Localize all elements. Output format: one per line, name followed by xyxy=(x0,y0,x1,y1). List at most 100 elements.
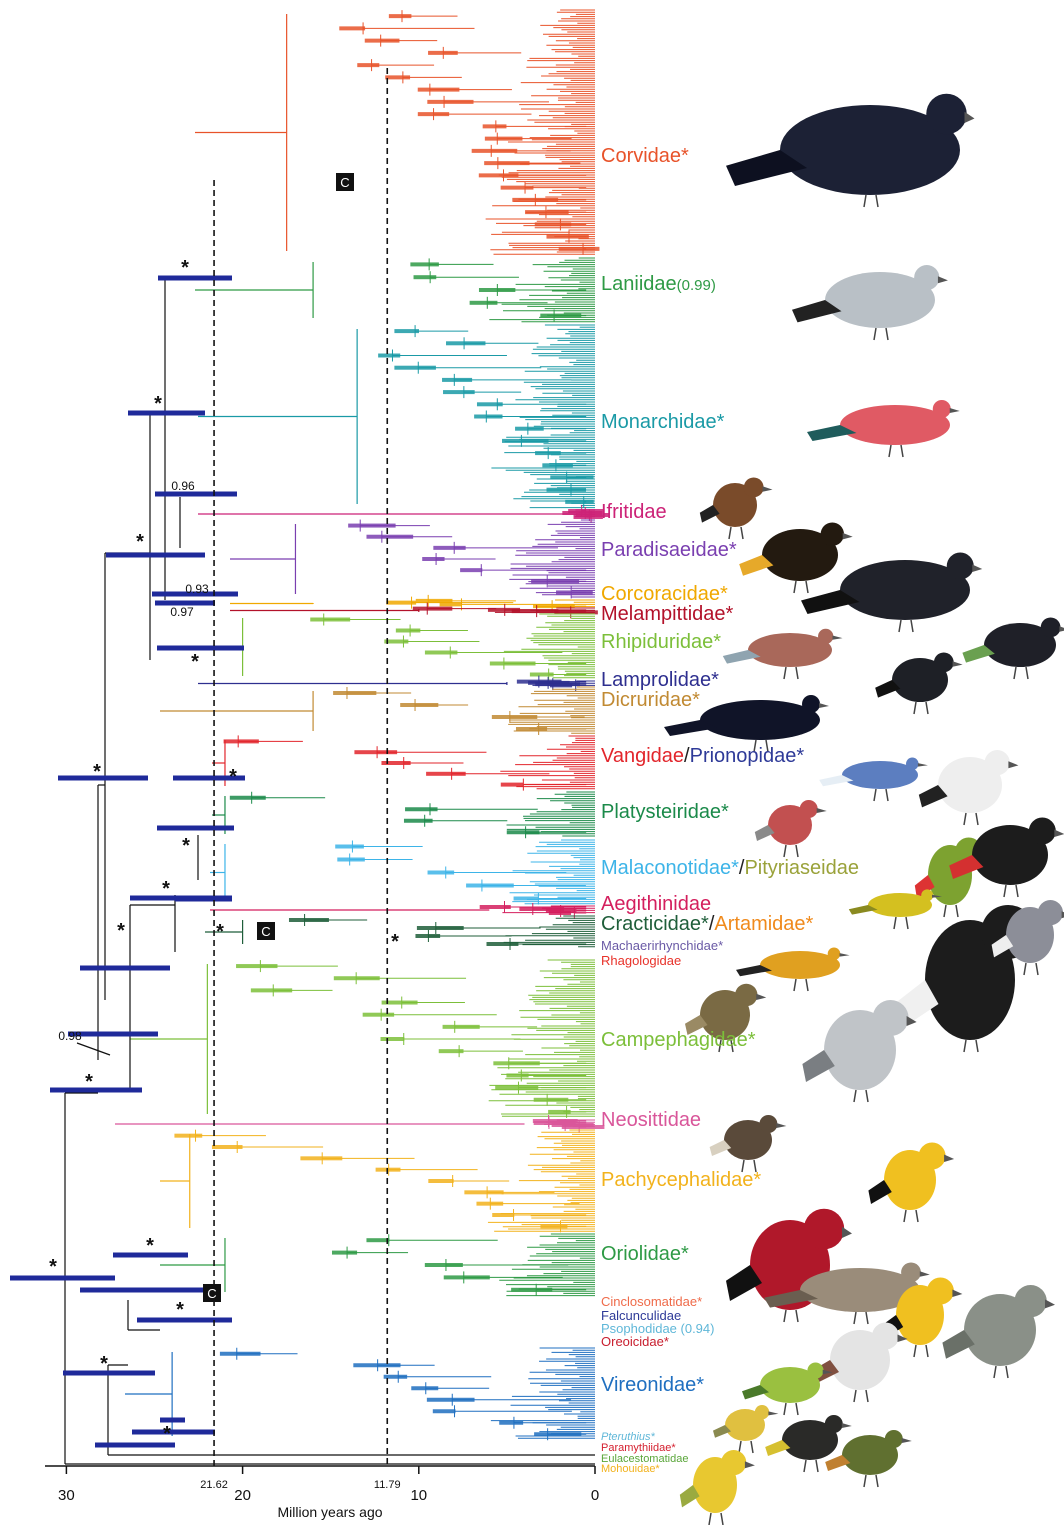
backbone-hpd-bar xyxy=(106,553,205,558)
support-value: 0.97 xyxy=(170,605,194,619)
reference-line-label: 11.79 xyxy=(374,1479,401,1491)
family-label: Mohouidae* xyxy=(601,1463,660,1475)
family-label: Pachycephalidae* xyxy=(601,1169,761,1191)
bird-leg xyxy=(784,1310,786,1322)
full-support-asterisk: * xyxy=(216,921,224,943)
hpd-bar xyxy=(410,262,439,266)
bird-leg xyxy=(926,1345,928,1357)
clade-rhipiduridae xyxy=(310,614,595,681)
hpd-bar xyxy=(335,845,364,849)
hpd-bar xyxy=(474,415,502,419)
hpd-bar xyxy=(236,964,277,968)
hpd-bar xyxy=(485,137,523,141)
bird-leg xyxy=(914,1345,916,1357)
bird-leg xyxy=(866,1390,868,1402)
hpd-bar xyxy=(492,715,537,719)
bird-head xyxy=(933,400,951,418)
hpd-bar xyxy=(439,1049,464,1053)
bird-leg xyxy=(904,1210,906,1222)
backbone-hpd-bar xyxy=(137,1318,232,1323)
hpd-bar xyxy=(514,897,539,901)
hpd-bar xyxy=(470,301,498,305)
backbone-hpd-bar xyxy=(63,1371,155,1376)
hpd-bar xyxy=(337,858,365,862)
vireo-illustration xyxy=(742,1363,833,1416)
hpd-bar xyxy=(493,1061,539,1065)
bird-beak xyxy=(840,953,850,957)
family-label: Dicruridae* xyxy=(601,689,700,711)
family-label: Machaerirhynchidae* xyxy=(601,938,723,953)
hpd-bar xyxy=(428,871,455,875)
bird-leg xyxy=(976,1040,978,1052)
family-label-part: Laniidae xyxy=(601,273,677,295)
bird-beak xyxy=(953,661,963,667)
hpd-bar xyxy=(511,1288,552,1292)
support-value: 0.96 xyxy=(171,479,195,493)
family-label: Malaconotidae*/Pityriaseidae xyxy=(601,857,859,879)
hpd-bar xyxy=(385,75,410,79)
family-label: Ifritidae xyxy=(601,501,667,523)
full-support-asterisk: * xyxy=(136,531,144,553)
hpd-bar xyxy=(530,673,554,677)
hpd-bar xyxy=(443,390,475,394)
bird-beak xyxy=(944,1155,954,1163)
full-support-asterisk: * xyxy=(163,1423,171,1445)
hpd-bar xyxy=(425,1263,463,1267)
tree-branches xyxy=(65,14,595,1464)
bird-beak xyxy=(776,1123,786,1128)
hpd-bar xyxy=(464,1190,503,1194)
hpd-bar xyxy=(479,173,519,177)
support-leader-line xyxy=(77,1043,110,1055)
boatbill-illustration xyxy=(736,948,850,992)
bird-head xyxy=(1041,618,1061,638)
bird-leg xyxy=(1004,885,1006,897)
family-label-part: Malaconotidae* xyxy=(601,857,739,879)
bird-beak xyxy=(1059,626,1064,632)
calibration-label: C xyxy=(207,1286,216,1301)
bird-leg xyxy=(874,789,876,801)
bird-beak xyxy=(756,994,766,1000)
bird-leg xyxy=(794,979,796,991)
bird-head xyxy=(906,758,919,771)
hpd-bar xyxy=(289,918,329,922)
bird-leg xyxy=(976,813,978,825)
sittella-illustration xyxy=(710,1115,787,1172)
family-label-part: Platysteiridae* xyxy=(601,801,729,823)
hpd-bar xyxy=(472,149,518,153)
bird-leg xyxy=(729,527,731,539)
full-support-asterisk: * xyxy=(391,931,399,953)
bird-head xyxy=(721,1450,746,1475)
bird-leg xyxy=(864,1475,866,1487)
ifrit-illustration xyxy=(700,478,773,540)
hpd-bar xyxy=(477,402,503,406)
bird-head xyxy=(735,984,758,1007)
bird-head xyxy=(873,1000,909,1036)
hpd-bar xyxy=(339,26,365,30)
hpd-bar xyxy=(433,546,465,550)
family-label-part: Prionopidae* xyxy=(690,745,805,767)
hpd-bar xyxy=(565,500,594,504)
bird-leg xyxy=(739,1441,741,1453)
bird-leg xyxy=(994,1366,996,1378)
bird-leg xyxy=(721,1513,723,1525)
bird-head xyxy=(804,1209,845,1250)
hpd-bar xyxy=(378,354,400,358)
helmetshrike-illustration xyxy=(919,750,1019,825)
family-label: Aegithinidae xyxy=(601,893,711,915)
ploughbill-illustration xyxy=(825,1430,912,1487)
family-label: Rhipiduridae* xyxy=(601,631,721,653)
melampitta-illustration xyxy=(962,618,1064,680)
bird-beak xyxy=(972,565,982,573)
hpd-bar xyxy=(490,662,536,666)
hpd-bar xyxy=(507,830,540,834)
family-label: Corvidae* xyxy=(601,145,689,167)
bird-leg xyxy=(784,667,786,679)
backbone-hpd-bar xyxy=(10,1276,115,1281)
hpd-bar xyxy=(418,112,449,116)
bird-leg xyxy=(911,620,913,632)
family-label-part: Ifritidae xyxy=(601,501,667,523)
family-label: Campephagidae* xyxy=(601,1029,756,1051)
hpd-bar xyxy=(386,601,416,605)
bird-leg xyxy=(806,979,808,991)
iora-illustration xyxy=(849,889,942,929)
